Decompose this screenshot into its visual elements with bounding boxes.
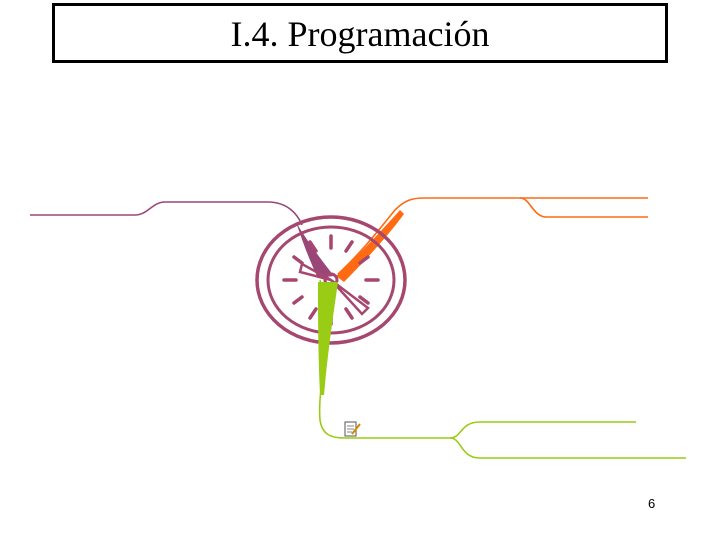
page-number: 6 [648, 496, 656, 511]
note-edit-icon [344, 421, 361, 437]
branch-green [318, 279, 686, 459]
title-box: I.4. Programación [52, 3, 668, 63]
branch-purple [30, 201, 334, 278]
slide-title: I.4. Programación [230, 14, 490, 54]
branch-orange [336, 197, 648, 282]
clock-icon [255, 215, 407, 345]
